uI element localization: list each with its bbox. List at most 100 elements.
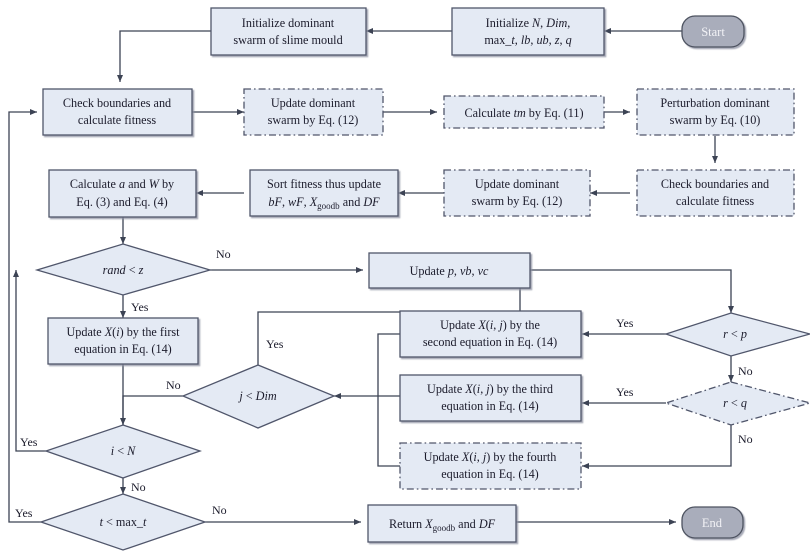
node-rand-lt-z[interactable]: rand < z xyxy=(34,243,213,296)
sort-fitness-shape xyxy=(249,169,399,217)
edge-tmaxt-yes-to-check1 xyxy=(8,109,41,523)
calc-a-w-line1: Calculate a and W by xyxy=(70,177,175,191)
update-dom-12-a-line1: Update dominant xyxy=(271,96,356,110)
j-lt-dim-shape xyxy=(181,364,336,429)
update-fourth-eq-line1: Update X(i, j) by the fourth xyxy=(424,450,557,464)
label-jdim-yes: Yes xyxy=(266,337,284,351)
r-lt-q-label: r < q xyxy=(723,396,747,410)
update-first-eq-line1: Update X(i) by the first xyxy=(66,325,180,339)
label-rltq-no: No xyxy=(738,432,753,446)
label-tmaxt-no: No xyxy=(212,503,227,517)
label-jdim-no: No xyxy=(166,378,181,392)
update-third-eq-shape xyxy=(399,374,582,422)
node-update-fourth-eq[interactable]: Update X(i, j) by the fourth equation in… xyxy=(399,442,582,490)
node-r-lt-q[interactable]: r < q xyxy=(663,381,810,426)
node-update-first-eq[interactable]: Update X(i) by the first equation in Eq.… xyxy=(47,317,199,365)
update-second-eq-line2: second equation in Eq. (14) xyxy=(423,335,557,349)
check-fitness-2-line2: calculate fitness xyxy=(676,194,754,208)
init-swarm-shape xyxy=(210,7,367,56)
node-update-third-eq[interactable]: Update X(i, j) by the third equation in … xyxy=(399,374,582,422)
node-calc-a-w[interactable]: Calculate a and W by Eq. (3) and Eq. (4) xyxy=(48,169,197,218)
rand-lt-z-label: rand < z xyxy=(103,263,144,277)
return-result-label: Return Xgoodb and DF xyxy=(389,517,496,533)
label-rltp-no: No xyxy=(738,364,753,378)
r-lt-p-label: r < p xyxy=(723,327,747,341)
label-rand-no: No xyxy=(216,247,231,261)
label-iltn-yes: Yes xyxy=(20,435,38,449)
node-update-dom-12-a[interactable]: Update dominant swarm by Eq. (12) xyxy=(243,88,384,136)
calc-a-w-line2: Eq. (3) and Eq. (4) xyxy=(76,195,167,209)
edge-iltn-yes-to-randz xyxy=(13,270,46,452)
check-fitness-2-line1: Check boundaries and xyxy=(661,177,769,191)
update-fourth-eq-shape xyxy=(399,442,582,490)
update-first-eq-line2: equation in Eq. (14) xyxy=(74,342,171,356)
node-calc-tm-11[interactable]: Calculate tm by Eq. (11) xyxy=(443,95,605,129)
update-dom-12-b-shape xyxy=(443,169,591,217)
label-iltn-no: No xyxy=(131,480,146,494)
node-update-p-vb-vc[interactable]: Update p, vb, vc xyxy=(368,252,531,289)
label-rand-yes: Yes xyxy=(131,300,149,314)
init-swarm-line2: swarm of slime mould xyxy=(233,33,342,47)
node-j-lt-dim[interactable]: j < Dim xyxy=(181,364,336,429)
label-tmaxt-yes: Yes xyxy=(15,506,33,520)
label-rltp-yes: Yes xyxy=(616,316,634,330)
update-second-eq-line1: Update X(i, j) by the xyxy=(440,318,540,332)
node-update-second-eq[interactable]: Update X(i, j) by the second equation in… xyxy=(399,310,582,358)
calc-a-w-shape xyxy=(48,169,197,218)
i-lt-n-label: i < N xyxy=(111,444,136,458)
update-dom-12-a-line2: swarm by Eq. (12) xyxy=(268,113,359,127)
node-t-lt-maxt[interactable]: t < max_t xyxy=(38,493,208,551)
init-params-shape xyxy=(451,7,605,56)
node-end[interactable]: End xyxy=(681,506,744,539)
node-check-fitness-2[interactable]: Check boundaries and calculate fitness xyxy=(636,169,795,217)
perturb-10-line1: Perturbation dominant xyxy=(660,96,770,110)
update-dom-12-a-shape xyxy=(243,88,384,136)
r-lt-q-shape xyxy=(663,381,810,426)
update-dom-12-b-line2: swarm by Eq. (12) xyxy=(472,194,563,208)
calc-tm-11-shape xyxy=(443,95,605,129)
end-label: End xyxy=(702,516,723,530)
init-swarm-line1: Initialize dominant xyxy=(242,16,335,30)
node-check-fitness-1[interactable]: Check boundaries and calculate fitness xyxy=(42,88,193,136)
node-return-result[interactable]: Return Xgoodb and DF xyxy=(367,504,517,543)
t-lt-maxt-label: t < max_t xyxy=(100,515,147,529)
update-p-vb-vc-shape xyxy=(368,252,531,289)
return-result-shape xyxy=(367,504,517,543)
node-i-lt-n[interactable]: i < N xyxy=(44,424,202,479)
check-fitness-2-shape xyxy=(636,169,795,217)
i-lt-n-shape xyxy=(44,424,202,479)
node-sort-fitness[interactable]: Sort fitness thus update bF, wF, Xgoodb … xyxy=(249,169,399,217)
perturb-10-shape xyxy=(636,88,795,136)
node-r-lt-p[interactable]: r < p xyxy=(663,312,810,357)
edge-updatepvbvc-to-rltp xyxy=(530,269,734,313)
update-fourth-eq-line2: equation in Eq. (14) xyxy=(441,467,538,481)
edge-jdim-no-to-iltn xyxy=(120,395,183,425)
update-dom-12-b-line1: Update dominant xyxy=(475,177,560,191)
update-p-vb-vc-label: Update p, vb, vc xyxy=(410,264,489,278)
r-lt-p-shape xyxy=(663,312,810,357)
node-init-params[interactable]: Initialize N, Dim, max_t, lb, ub, z, q xyxy=(451,7,605,56)
node-perturb-10[interactable]: Perturbation dominant swarm by Eq. (10) xyxy=(636,88,795,136)
j-lt-dim-label: j < Dim xyxy=(237,389,277,403)
node-start[interactable]: Start xyxy=(681,15,745,48)
update-third-eq-line2: equation in Eq. (14) xyxy=(441,399,538,413)
node-update-dom-12-b[interactable]: Update dominant swarm by Eq. (12) xyxy=(443,169,591,217)
check-fitness-1-shape xyxy=(42,88,193,136)
node-init-swarm[interactable]: Initialize dominant swarm of slime mould xyxy=(210,7,367,56)
sort-fitness-line1: Sort fitness thus update xyxy=(267,177,381,191)
sort-fitness-line2: bF, wF, Xgoodb and DF xyxy=(268,195,380,211)
start-label: Start xyxy=(701,25,725,39)
edge-fourtheq-to-bus xyxy=(377,396,400,467)
calc-tm-11-line1: Calculate tm by Eq. (11) xyxy=(464,106,583,120)
perturb-10-line2: swarm by Eq. (10) xyxy=(670,113,761,127)
check-fitness-1-line2: calculate fitness xyxy=(78,113,156,127)
edge-secondeq-to-bus xyxy=(377,333,400,396)
edge-rltq-no-to-fourtheq xyxy=(582,425,732,469)
t-lt-maxt-shape xyxy=(38,493,208,551)
init-params-line1: Initialize N, Dim, xyxy=(486,16,571,30)
edge-init-swarm-to-check1 xyxy=(117,30,211,82)
end-shape xyxy=(681,506,744,539)
rand-lt-z-shape xyxy=(34,243,213,296)
